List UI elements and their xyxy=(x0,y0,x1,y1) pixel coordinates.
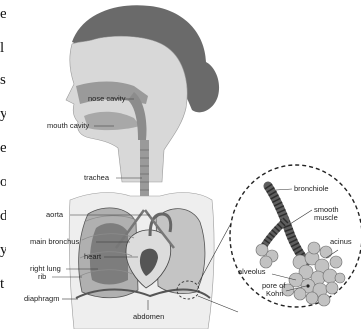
label-mouth-cavity: mouth cavity xyxy=(47,122,89,130)
head-and-neck xyxy=(66,36,187,182)
label-abdomen: abdomen xyxy=(133,313,164,321)
label-heart: heart xyxy=(84,253,101,261)
margin-fragment: t xyxy=(0,276,6,292)
margin-fragment: d xyxy=(0,208,6,224)
pore-of-kohn-marker xyxy=(306,284,309,287)
margin-fragment: e xyxy=(0,6,6,22)
label-main-bronchus: main bronchus xyxy=(30,238,79,246)
margin-fragment: l xyxy=(0,40,6,56)
label-acinus: acinus xyxy=(330,238,352,246)
label-aorta: aorta xyxy=(46,211,63,219)
margin-fragment: y xyxy=(0,106,6,122)
label-trachea: trachea xyxy=(84,174,109,182)
margin-fragment: s xyxy=(0,72,6,88)
margin-fragment: y xyxy=(0,242,6,258)
label-alveolus: alveolus xyxy=(238,268,266,276)
label-rib: rib xyxy=(38,273,46,281)
label-bronchiole: bronchiole xyxy=(294,185,329,193)
label-pore-of-kohn-line2: Kohn xyxy=(266,290,284,298)
margin-fragment: o xyxy=(0,174,6,190)
label-nose-cavity: nose cavity xyxy=(88,95,126,103)
label-smooth-muscle-line2: muscle xyxy=(314,214,338,222)
margin-fragment: e xyxy=(0,140,6,156)
label-diaphragm: diaphragm xyxy=(24,295,59,303)
